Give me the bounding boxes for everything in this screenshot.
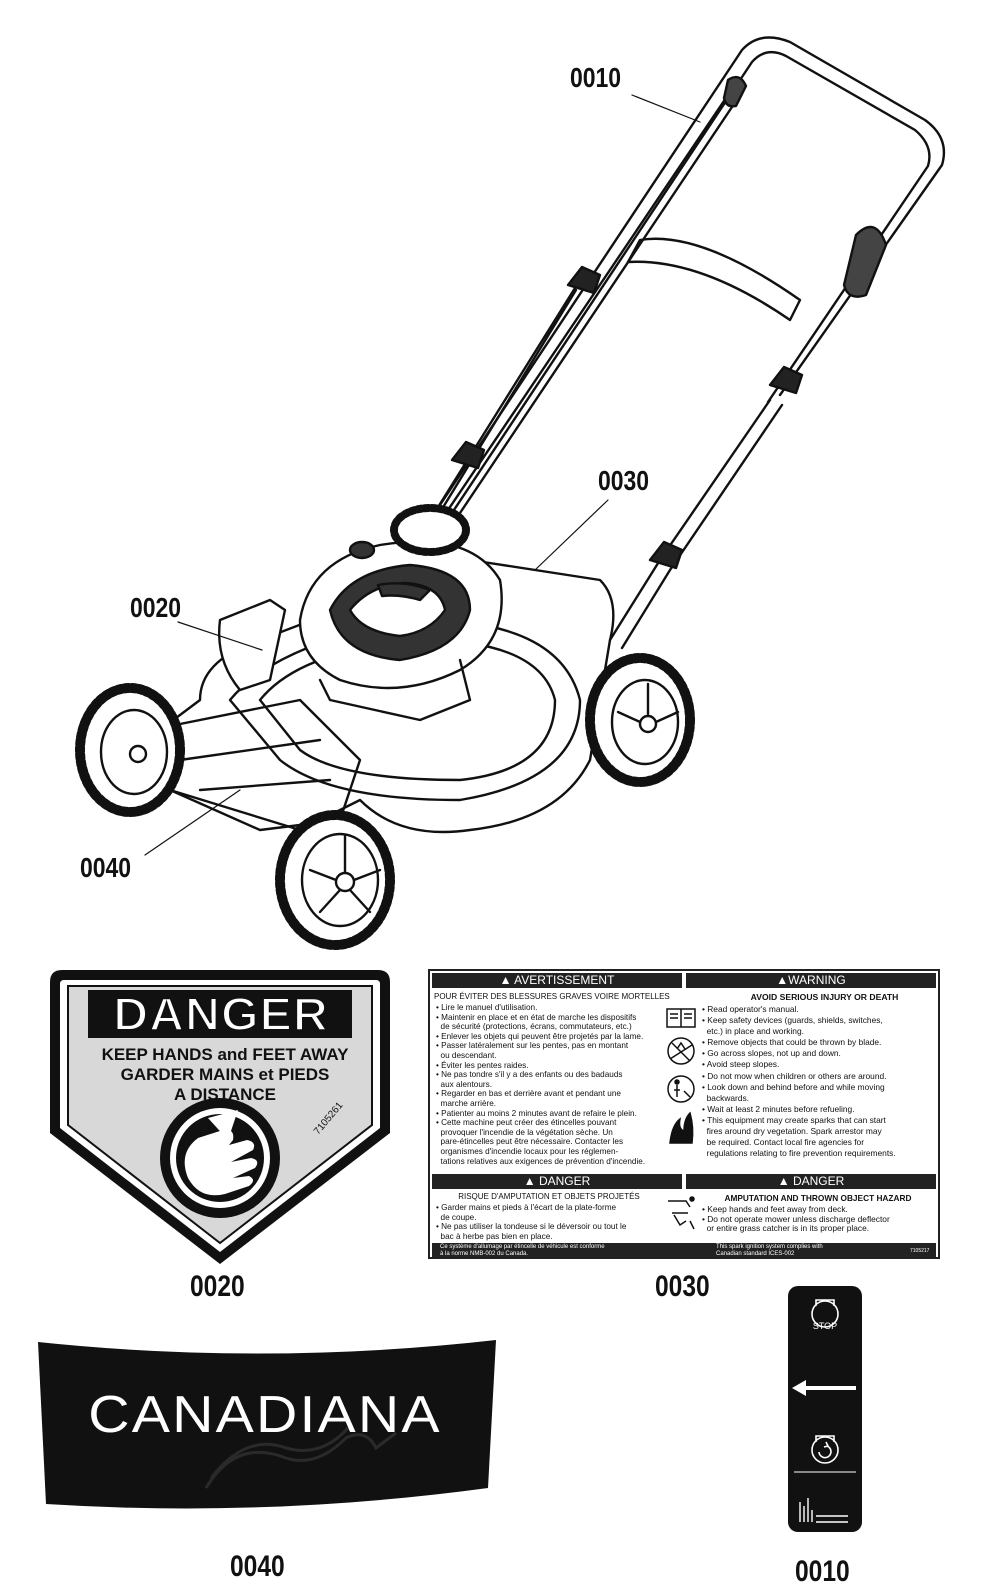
callout-0010: 0010	[570, 62, 622, 93]
wheel-front-right	[585, 653, 695, 787]
slope-icon	[667, 1037, 695, 1065]
bystander-icon	[667, 1075, 695, 1103]
wheel-rear-right	[390, 504, 470, 556]
fr-warning-bar: ▲ AVERTISSEMENT	[432, 973, 682, 988]
arrow-left-icon	[792, 1380, 856, 1396]
en-footer: This spark ignition system complies with…	[716, 1244, 823, 1257]
en-danger-label: DANGER	[792, 1174, 845, 1188]
fr-footer: Ce système d'allumage par étincelle de v…	[440, 1244, 605, 1257]
fr-danger-items: • Garder mains et pieds à l'écart de la …	[436, 1203, 627, 1241]
label-0040: 0040	[230, 1550, 285, 1583]
fr-danger-bar: ▲ DANGER	[432, 1174, 682, 1189]
fr-warning-header: AVERTISSEMENT	[514, 973, 615, 987]
callout-0020: 0020	[130, 592, 182, 623]
callout-0040: 0040	[80, 852, 132, 883]
leader-0020	[177, 621, 263, 651]
callout-0030: 0030	[598, 465, 650, 496]
warning-part-code: 7105217	[910, 1248, 930, 1254]
rear-flap	[218, 598, 287, 692]
fr-danger-label: DANGER	[538, 1174, 591, 1188]
handle-lower-left	[418, 278, 582, 547]
manual-icon	[666, 1008, 696, 1028]
fr-warning-items: • Lire le manuel d'utilisation. • Mainte…	[436, 1003, 646, 1166]
label-0010: 0010	[795, 1555, 850, 1588]
danger-line-1: KEEP HANDS and FEET AWAY	[101, 1045, 349, 1064]
alert-icon: ▲	[777, 1174, 790, 1188]
en-subhead: AVOID SERIOUS INJURY OR DEATH	[750, 992, 899, 1002]
danger-line-3: A DISTANCE	[174, 1085, 276, 1104]
engine-run-icon	[811, 1435, 839, 1464]
grass-icon	[799, 1498, 848, 1523]
en-warning-header: WARNING	[788, 973, 846, 987]
hand-blade-icon	[160, 1098, 280, 1218]
wheel-front-left	[275, 810, 395, 950]
danger-decal	[50, 970, 390, 1264]
handle-upper	[428, 36, 946, 522]
leader-0010	[631, 94, 701, 123]
handle-lower-right	[608, 398, 784, 650]
alert-icon: ▲	[776, 973, 789, 987]
stop-label: STOP	[812, 1321, 838, 1331]
danger-title: DANGER	[112, 988, 329, 1040]
handle-decal	[788, 1286, 862, 1532]
en-danger-subhead: AMPUTATION AND THROWN OBJECT HAZARD	[724, 1193, 912, 1203]
stop-icon	[811, 1299, 839, 1328]
fr-subhead: POUR ÉVITER DES BLESSURES GRAVES VOIRE M…	[434, 992, 670, 1001]
decal-footer	[432, 1243, 936, 1257]
fr-danger-subhead: RISQUE D'AMPUTATION ET OBJETS PROJETÉS	[458, 1192, 640, 1201]
alert-icon: ▲	[499, 973, 512, 987]
en-warning-bar: ▲WARNING	[686, 973, 936, 988]
label-0020: 0020	[190, 1270, 245, 1303]
canadiana-decal	[38, 1340, 496, 1509]
thrown-object-icon	[668, 1196, 695, 1230]
warning-decal: ▲ AVERTISSEMENT ▲WARNING POUR ÉVITER DES…	[428, 969, 940, 1259]
wave-graphic	[204, 1426, 397, 1489]
leader-0030	[534, 499, 609, 571]
danger-line-2: GARDER MAINS et PIEDS	[120, 1065, 330, 1084]
mower-illustration	[75, 36, 946, 950]
en-danger-bar: ▲ DANGER	[686, 1174, 936, 1189]
leader-0040	[144, 789, 241, 856]
en-warning-items: • Read operator's manual. • Keep safety …	[702, 1004, 896, 1159]
fire-icon	[669, 1111, 694, 1144]
alert-icon: ▲	[523, 1174, 536, 1188]
brand-logo: CANADIANA	[88, 1386, 442, 1444]
label-0030: 0030	[655, 1270, 710, 1303]
wheel-rear-left	[75, 683, 185, 817]
warning-icons	[666, 1008, 696, 1144]
en-danger-items: • Keep hands and feet away from deck. • …	[702, 1204, 890, 1234]
